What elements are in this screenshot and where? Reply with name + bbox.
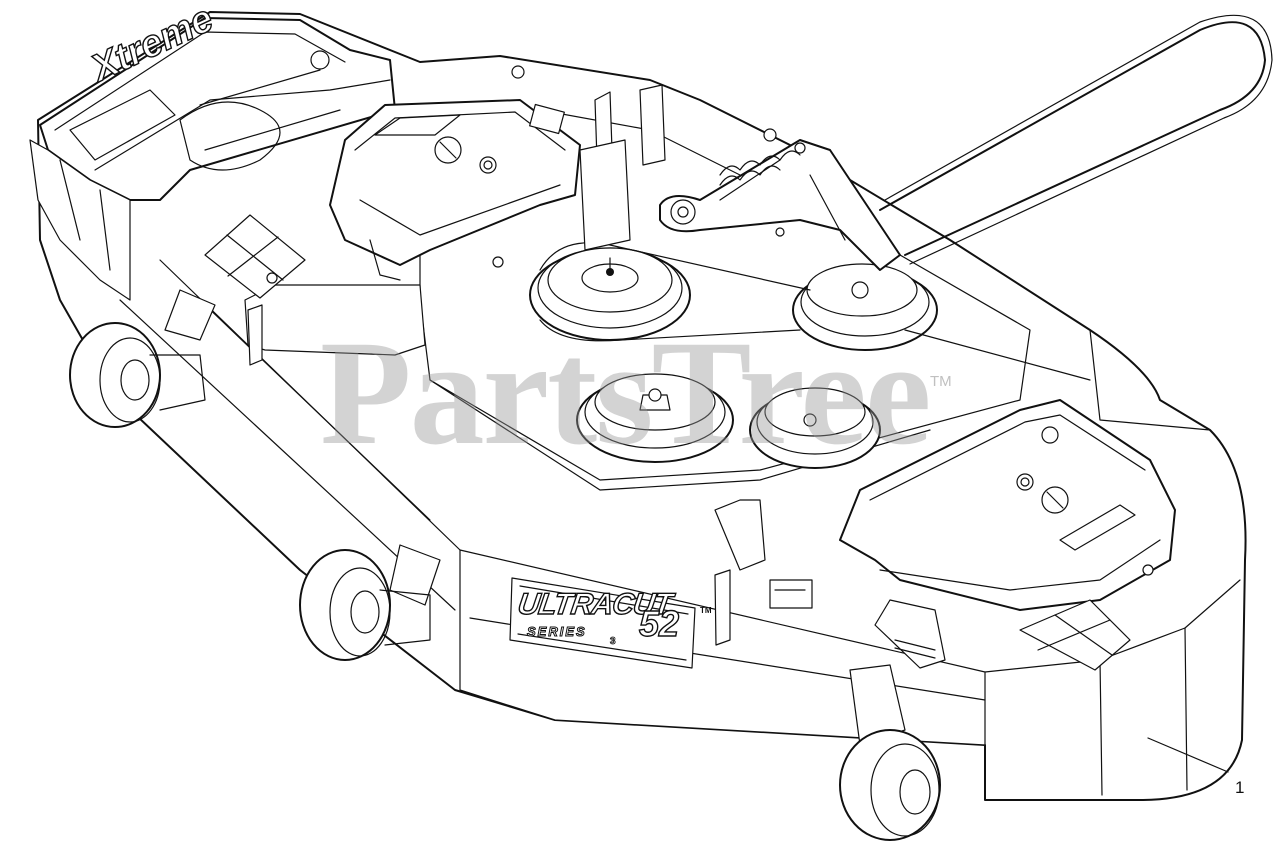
anti-scalp-wheel-right[interactable] bbox=[839, 664, 941, 841]
front-hanger-bracket-left[interactable] bbox=[244, 284, 426, 366]
ultracut-badge bbox=[509, 577, 696, 669]
anti-scalp-wheel-center[interactable] bbox=[299, 544, 441, 661]
deck-fasteners bbox=[266, 65, 1154, 576]
callout-number-1[interactable]: 1 bbox=[1235, 778, 1245, 797]
safety-decal-left bbox=[204, 214, 306, 299]
center-spindle-pulley[interactable] bbox=[576, 373, 734, 463]
safety-decal-right bbox=[1019, 599, 1131, 671]
left-belt-cover[interactable] bbox=[29, 17, 396, 301]
anti-scalp-wheel-left[interactable] bbox=[69, 289, 216, 428]
warning-label bbox=[769, 579, 946, 669]
front-hanger-bracket-right[interactable] bbox=[714, 499, 766, 646]
left-spindle-pulley[interactable] bbox=[529, 247, 691, 341]
belt-guide-bracket[interactable] bbox=[579, 84, 666, 251]
right-spindle-cover[interactable] bbox=[839, 399, 1176, 611]
center-idler-pulley[interactable] bbox=[749, 387, 881, 469]
callout-leader-1 bbox=[1147, 737, 1229, 773]
left-spindle-cover[interactable] bbox=[329, 99, 581, 281]
idler-arm-pulley[interactable] bbox=[792, 263, 938, 351]
idler-arm[interactable] bbox=[659, 128, 901, 271]
